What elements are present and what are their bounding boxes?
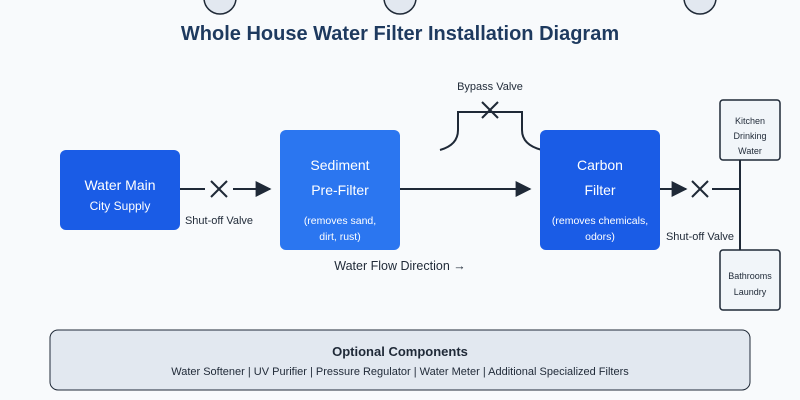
optional-components-title: Optional Components (332, 344, 468, 359)
kitchen-outlet-line-2: Drinking (733, 131, 766, 141)
carbon-filter-note-2: odors) (585, 231, 615, 243)
sediment-filter-title-2: Pre-Filter (311, 182, 369, 198)
optional-components-list: Water Softener | UV Purifier | Pressure … (171, 366, 629, 378)
sediment-filter-title-1: Sediment (310, 157, 369, 173)
water-main-subtitle: City Supply (90, 199, 151, 213)
shutoff-valve-1-label: Shut-off Valve (185, 215, 253, 227)
kitchen-outlet-line-1: Kitchen (735, 116, 765, 126)
bypass-valve-icon[interactable] (481, 101, 499, 119)
water-main-box[interactable]: Water Main City Supply (60, 150, 180, 230)
water-main-title: Water Main (84, 177, 155, 193)
sediment-filter-box[interactable]: Sediment Pre-Filter (removes sand, dirt,… (280, 130, 400, 250)
bathrooms-outlet-line-1: Bathrooms (728, 271, 772, 281)
bathrooms-outlet-line-2: Laundry (734, 287, 767, 297)
bypass-pipe (439, 111, 543, 151)
carbon-filter-title-2: Filter (584, 182, 615, 198)
carbon-filter-box[interactable]: Carbon Filter (removes chemicals, odors) (540, 130, 660, 250)
kitchen-outlet-box[interactable]: Kitchen Drinking Water (719, 99, 781, 161)
sediment-filter-note-1: (removes sand, (304, 215, 376, 227)
carbon-filter-title-1: Carbon (577, 157, 623, 173)
kitchen-outlet-line-3: Water (738, 146, 762, 156)
flow-direction-label: Water Flow Direction → (334, 259, 466, 273)
diagram-title: Whole House Water Filter Installation Di… (181, 23, 619, 45)
sediment-filter-note-2: dirt, rust) (319, 231, 360, 243)
decorative-circle-center (383, 0, 417, 15)
carbon-filter-note-1: (removes chemicals, (552, 215, 648, 227)
bypass-valve-label: Bypass Valve (457, 81, 523, 93)
decorative-circle-left (203, 0, 237, 15)
optional-components-panel: Optional Components Water Softener | UV … (49, 329, 751, 391)
shutoff-valve-1-icon[interactable] (210, 180, 228, 198)
bathrooms-outlet-box[interactable]: Bathrooms Laundry (719, 249, 781, 311)
shutoff-valve-2-label: Shut-off Valve (666, 231, 734, 243)
shutoff-valve-2-icon[interactable] (691, 180, 709, 198)
decorative-circle-right (683, 0, 717, 15)
